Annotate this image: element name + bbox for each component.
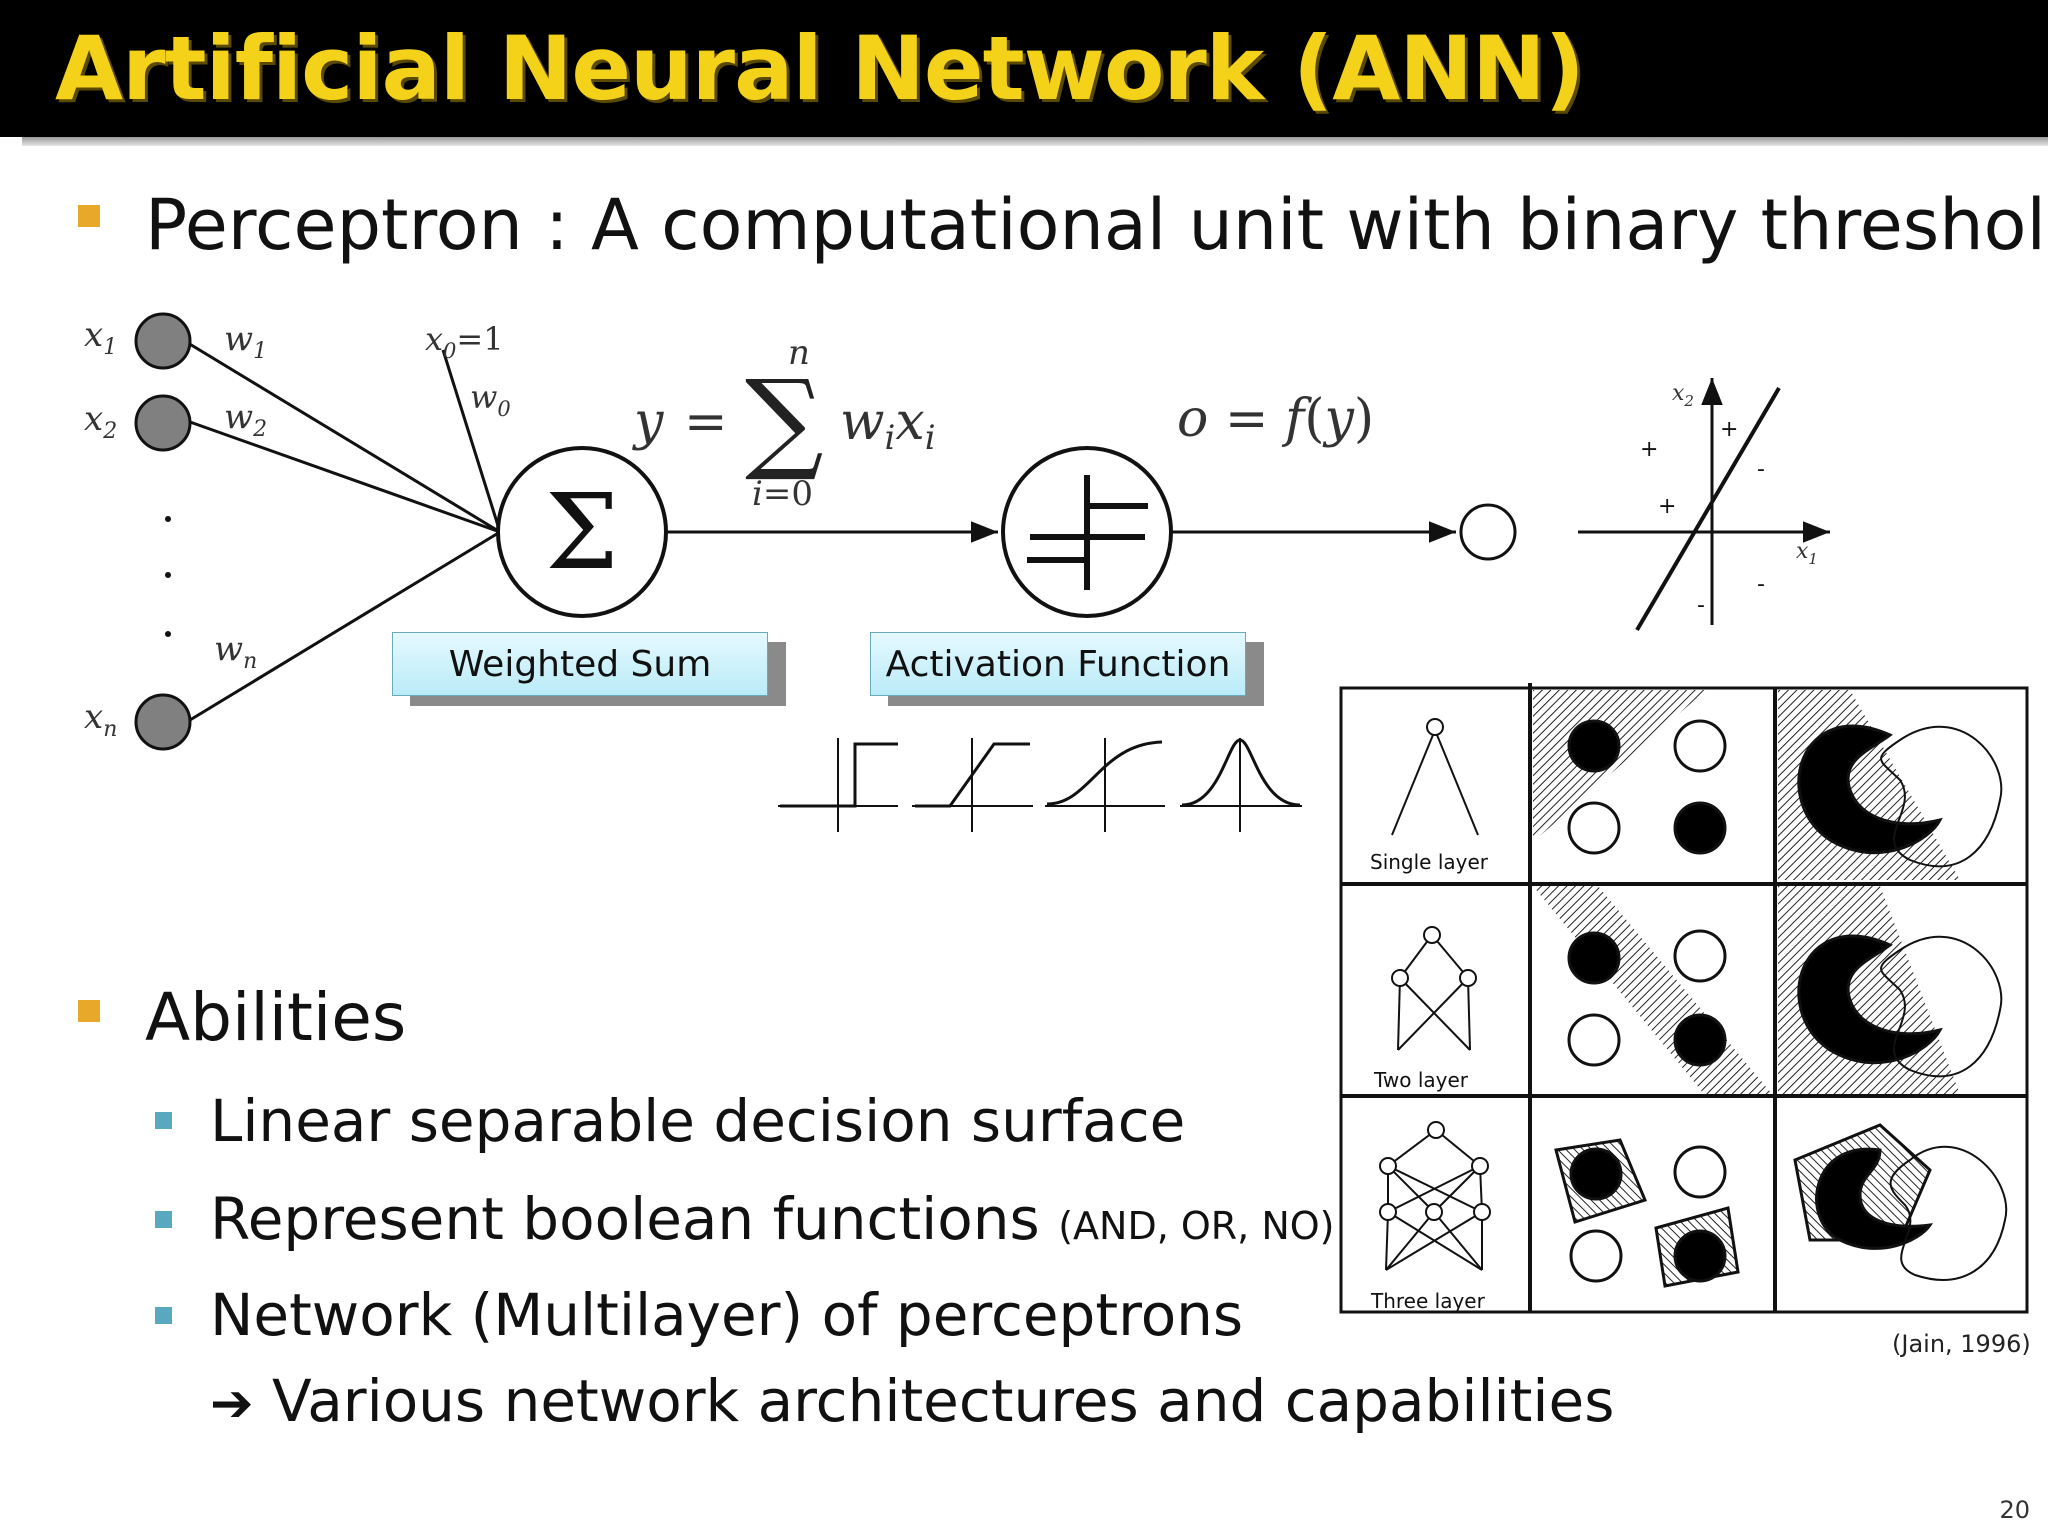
ellipsis-dot — [165, 572, 171, 578]
svg-text:i=0: i=0 — [752, 474, 813, 514]
ellipsis-dot — [165, 631, 171, 637]
sub-bullet-square — [155, 1112, 172, 1129]
plot-marks: + + + - - - — [1640, 417, 1765, 618]
bullet-square — [78, 205, 100, 227]
citation: (Jain, 1996) — [1892, 1330, 2031, 1358]
sub-bullet-linear: Linear separable decision surface — [210, 1087, 1186, 1155]
output-node — [1459, 503, 1517, 561]
activation-function-label: Activation Function — [870, 632, 1246, 696]
title-shadow — [22, 137, 2048, 146]
table-row-two-layer: Two layer — [1374, 1068, 1469, 1092]
svg-text:y: y — [632, 392, 664, 452]
svg-text:∑: ∑ — [745, 356, 824, 484]
page-number: 20 — [1999, 1496, 2030, 1524]
xor-single — [1533, 690, 1727, 855]
meshed-three — [1793, 1123, 2008, 1281]
right-arrow-icon: ➔ — [210, 1374, 254, 1434]
xor-three — [1554, 1138, 1740, 1288]
svg-text:wixi: wixi — [840, 392, 936, 458]
table-row-single-layer: Single layer — [1370, 850, 1489, 874]
title-bar: Artificial Neural Network (ANN) — [0, 0, 2048, 137]
two-layer-network — [1391, 926, 1477, 1051]
meshed-two — [1778, 886, 2003, 1094]
sub-bullet-square — [155, 1211, 172, 1228]
svg-text:-: - — [1697, 593, 1705, 618]
bullet-square — [78, 1000, 100, 1022]
sum-symbol: Σ — [545, 471, 619, 593]
three-layer-network — [1379, 1121, 1491, 1271]
svg-text:-: - — [1757, 457, 1765, 482]
input-connections — [187, 341, 502, 722]
input-node-x1 — [134, 312, 192, 370]
arrow-line-text: Various network architectures and capabi… — [272, 1367, 1615, 1435]
table-row-three-layer: Three layer — [1371, 1289, 1485, 1313]
decision-plot — [1578, 378, 1830, 632]
label-w1: w1 — [224, 319, 267, 364]
plot-axis-x1: x1 — [1796, 539, 1818, 568]
svg-text:+: + — [1640, 437, 1658, 462]
single-layer-network — [1391, 718, 1479, 836]
sub-bullet-square — [155, 1307, 172, 1324]
svg-text:+: + — [1658, 494, 1676, 519]
svg-text:-: - — [1757, 572, 1765, 597]
label-xn: xn — [84, 697, 117, 742]
label-w0: w0 — [470, 378, 511, 421]
activation-examples — [778, 738, 1302, 832]
meshed-single — [1778, 690, 2003, 880]
slide-title: Artificial Neural Network (ANN) — [55, 17, 1585, 120]
label-wn: wn — [214, 629, 257, 674]
input-node-xn — [134, 693, 192, 751]
svg-text:n: n — [788, 333, 810, 373]
equation-o: o = f(y) — [1177, 389, 1374, 449]
xor-two — [1533, 886, 1772, 1094]
step-icon — [1027, 475, 1148, 590]
sub-bullet-boolean-text: Represent boolean functions — [210, 1185, 1040, 1253]
label-w2: w2 — [224, 397, 267, 442]
plot-axis-x2: x2 — [1672, 381, 1694, 410]
equation-y: y = ∑ wixi n i=0 — [632, 333, 936, 514]
label-x0: x0=1 — [425, 320, 504, 363]
label-x2: x2 — [84, 399, 117, 444]
svg-text:+: + — [1720, 417, 1738, 442]
bullet-perceptron: Perceptron : A computational unit with b… — [145, 184, 2048, 266]
boolean-note: (AND, OR, NO) — [1058, 1204, 1335, 1248]
sub-bullet-network: Network (Multilayer) of perceptrons — [210, 1281, 1244, 1349]
input-node-x2 — [134, 394, 192, 452]
architecture-table — [1339, 683, 2029, 1314]
label-x1: x1 — [84, 315, 117, 360]
weighted-sum-label: Weighted Sum — [392, 632, 768, 696]
svg-text:=: = — [684, 392, 728, 452]
ellipsis-dot — [165, 516, 171, 522]
arrow-line: ➔ Various network architectures and capa… — [210, 1366, 1614, 1439]
bullet-abilities: Abilities — [145, 979, 407, 1056]
sub-bullet-boolean: Represent boolean functions (AND, OR, NO… — [210, 1184, 1335, 1261]
